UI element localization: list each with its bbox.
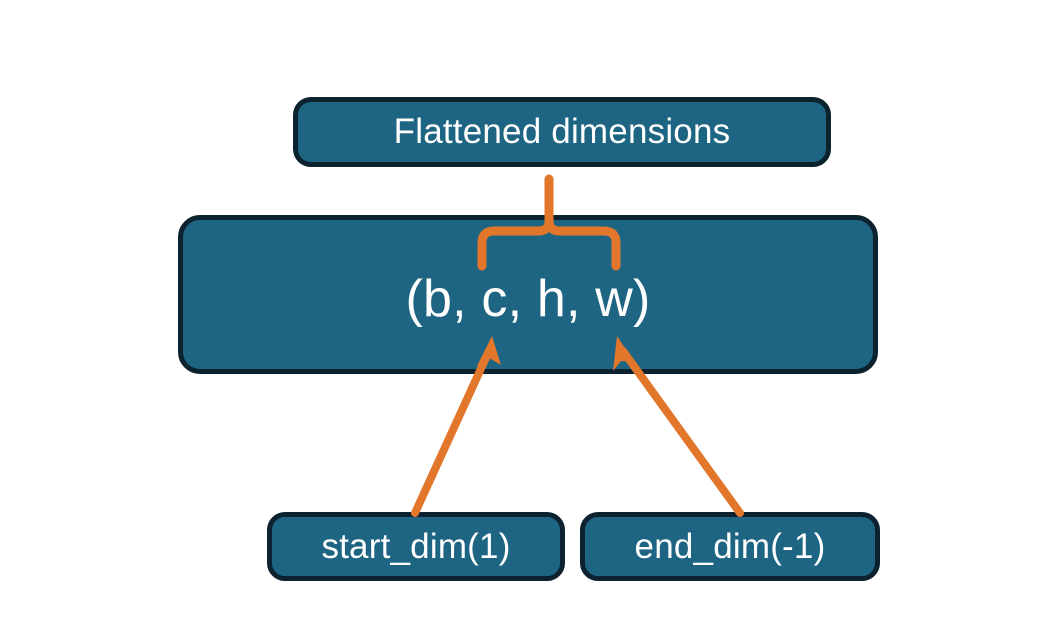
start-dim-box: start_dim(1) xyxy=(267,512,565,581)
end-dim-label: end_dim(-1) xyxy=(634,526,826,566)
start-dim-label: start_dim(1) xyxy=(321,526,511,566)
tensor-shape-label: (b, c, h, w) xyxy=(405,269,651,328)
end-dim-box: end_dim(-1) xyxy=(580,512,880,581)
flattened-dimensions-label: Flattened dimensions xyxy=(393,112,731,151)
flattened-dimensions-box: Flattened dimensions xyxy=(293,97,831,167)
tensor-shape-box: (b, c, h, w) xyxy=(178,215,878,374)
